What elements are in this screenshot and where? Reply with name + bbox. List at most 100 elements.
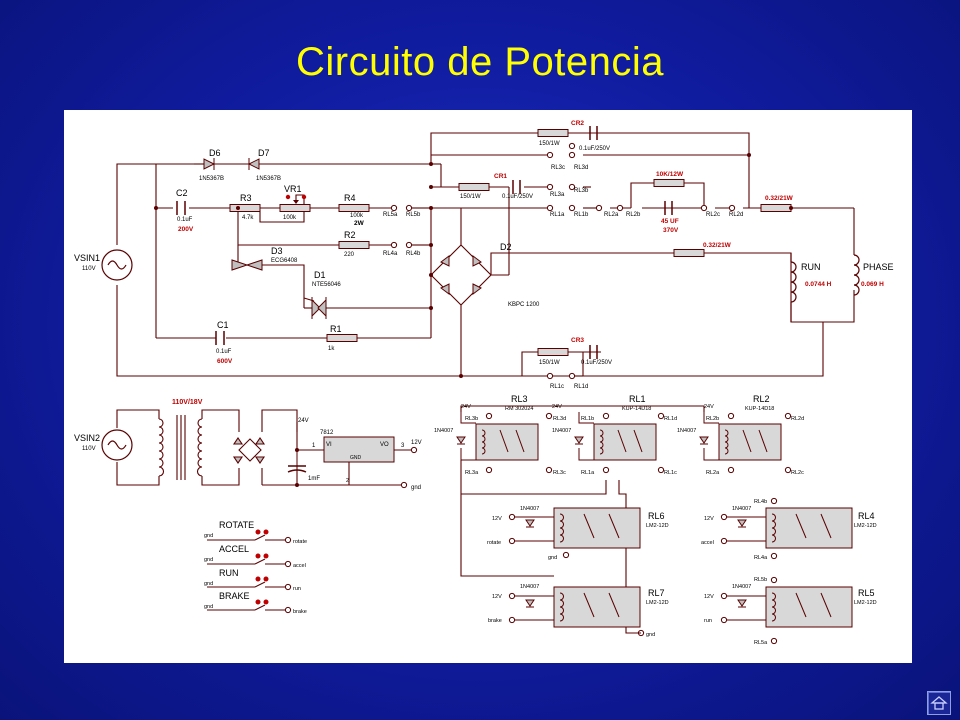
rl4b-label: RL4b (406, 251, 421, 257)
capacitor-c2: C2 0.1uF 200V (176, 188, 194, 233)
rl3a-label: RL3a (550, 192, 565, 198)
transformer: 110V/18V (158, 399, 203, 480)
circuit-schematic: VSIN1 110V D6 1N5367B D7 1N5367B C2 0.1u… (64, 110, 912, 663)
d6-label: D6 (209, 148, 221, 158)
rl3-diode: 1N4007 (434, 428, 453, 434)
snubber-cr1: CR1 150/1W 0.1uF/250V (458, 173, 533, 200)
rl3c-label: RL3c (551, 165, 565, 171)
relay-interconnect (460, 405, 705, 634)
switch-accel-label: ACCEL (219, 544, 249, 554)
c1-rating: 600V (217, 358, 233, 365)
rl2-c3: RL2a (706, 470, 720, 476)
switch-rotate[interactable]: ROTATE gnd rotate (204, 520, 307, 545)
v24-label: 24V (298, 418, 309, 424)
r-phase-label: 0.32/21W (765, 195, 794, 202)
relay-rl4: RL4 LM2-12D 1N4007 12V accel RL4b RL4a (701, 497, 877, 561)
vsin2-source: VSIN2 110V (74, 429, 133, 461)
rl6-part: LM2-12D (646, 523, 669, 529)
rl1-c3: RL1a (581, 470, 595, 476)
control-wires (116, 409, 414, 486)
vreg-part: 7812 (320, 430, 334, 436)
switch-brake-label: BRAKE (219, 591, 250, 601)
rl3b-label: RL3b (574, 188, 589, 194)
switch-rotate-label: ROTATE (219, 520, 254, 530)
d2-label: D2 (500, 242, 512, 252)
resistor-10k: 10K/12W (653, 171, 685, 187)
rl7-gnd: gnd (646, 632, 655, 638)
cr3-r: 150/1W (539, 360, 560, 366)
relay-rl2: RL2 KUP-14D18 24V 1N4007 RL2b RL2d RL2a … (677, 394, 804, 476)
vreg-vi: VI (326, 442, 332, 448)
d3-part: ECG6408 (271, 258, 298, 264)
rl1d-label: RL1d (574, 384, 588, 390)
rl1-c2: RL1d (664, 416, 677, 422)
switch-brake-gnd: gnd (204, 604, 213, 610)
c1-value: 0.1uF (216, 349, 232, 355)
rl2-c1: RL2b (706, 416, 719, 422)
rl3-c2: RL3d (553, 416, 566, 422)
rl1-diode: 1N4007 (552, 428, 571, 434)
rl4-in: accel (701, 540, 714, 546)
rl4-v: 12V (704, 516, 714, 522)
rl2b-label: RL2b (626, 212, 641, 218)
vsin1-label: VSIN1 (74, 253, 100, 263)
contact-labels: RL5a RL5b RL4a RL4b RL3a RL3b RL3c RL3d … (383, 165, 743, 390)
rl7-label: RL7 (648, 588, 665, 598)
rl3-c4: RL3c (553, 470, 566, 476)
vreg-pin1: 1 (312, 443, 316, 449)
rl7-in: brake (488, 618, 502, 624)
rl5a-label: RL5a (383, 212, 398, 218)
r1-value: 1k (328, 346, 335, 352)
switch-rotate-gnd: gnd (204, 533, 213, 539)
rl5b-label: RL5b (406, 212, 421, 218)
d3-label: D3 (271, 246, 283, 256)
slide-title: Circuito de Potencia (296, 40, 664, 84)
d2-part: KBPC 1200 (508, 302, 540, 308)
gnd-label: gnd (411, 485, 421, 491)
resistor-phase-series: 0.32/21W (760, 195, 794, 212)
rl3-part: RM 302024 (505, 406, 533, 412)
vr1-value: 100k (283, 215, 297, 221)
r-run-label: 0.32/21W (703, 242, 732, 249)
vreg-gnd: GND (350, 455, 362, 461)
rl1-v: 24V (552, 404, 562, 410)
rl3-c1: RL3b (465, 416, 478, 422)
rl3-v: 24V (461, 404, 471, 410)
bridge-d2: D2 KBPC 1200 (440, 242, 540, 308)
r1-label: R1 (330, 324, 342, 334)
switch-run[interactable]: RUN gnd run (204, 568, 301, 592)
diode-d7: D7 1N5367B (247, 148, 281, 182)
switch-accel[interactable]: ACCEL gnd accel (204, 544, 306, 569)
resistor-r4: R4 100k 2W (338, 193, 370, 227)
inductor-phase: PHASE 0.069 H (853, 254, 894, 296)
resistor-r3: R3 4.7k (229, 193, 261, 221)
rl6-in: rotate (487, 540, 501, 546)
switch-brake[interactable]: BRAKE gnd brake (204, 591, 307, 615)
cap-1mf-label: 1mF (308, 476, 320, 482)
r2-value: 220 (344, 252, 355, 258)
cr2-c: 0.1uF/250V (579, 146, 610, 152)
phase-value: 0.069 H (861, 281, 884, 288)
vsin2-value: 110V (82, 446, 96, 452)
cr1-r: 150/1W (460, 194, 481, 200)
c2-rating: 200V (178, 226, 194, 233)
rl2-c2: RL2d (791, 416, 804, 422)
switch-accel-gnd: gnd (204, 557, 213, 563)
r4-label: R4 (344, 193, 356, 203)
rl4-diode: 1N4007 (732, 506, 751, 512)
vreg-pin3: 3 (401, 443, 405, 449)
rl2-c4: RL2c (791, 470, 804, 476)
rl4-ca: RL4b (754, 499, 767, 505)
switch-run-label: RUN (219, 568, 239, 578)
rl5-in: run (704, 618, 712, 624)
triac-d1: D1 NTE56046 (303, 270, 341, 319)
cr1-label: CR1 (494, 173, 507, 180)
rl2a-label: RL2a (604, 212, 619, 218)
vsin1-value: 110V (82, 266, 96, 272)
rl4-cb: RL4a (754, 555, 768, 561)
rl1b-label: RL1b (574, 212, 589, 218)
rl6-gnd: gnd (548, 555, 557, 561)
home-nav-button[interactable] (927, 691, 951, 715)
rl2c-label: RL2c (706, 212, 720, 218)
rl5-ca: RL5b (754, 577, 767, 583)
